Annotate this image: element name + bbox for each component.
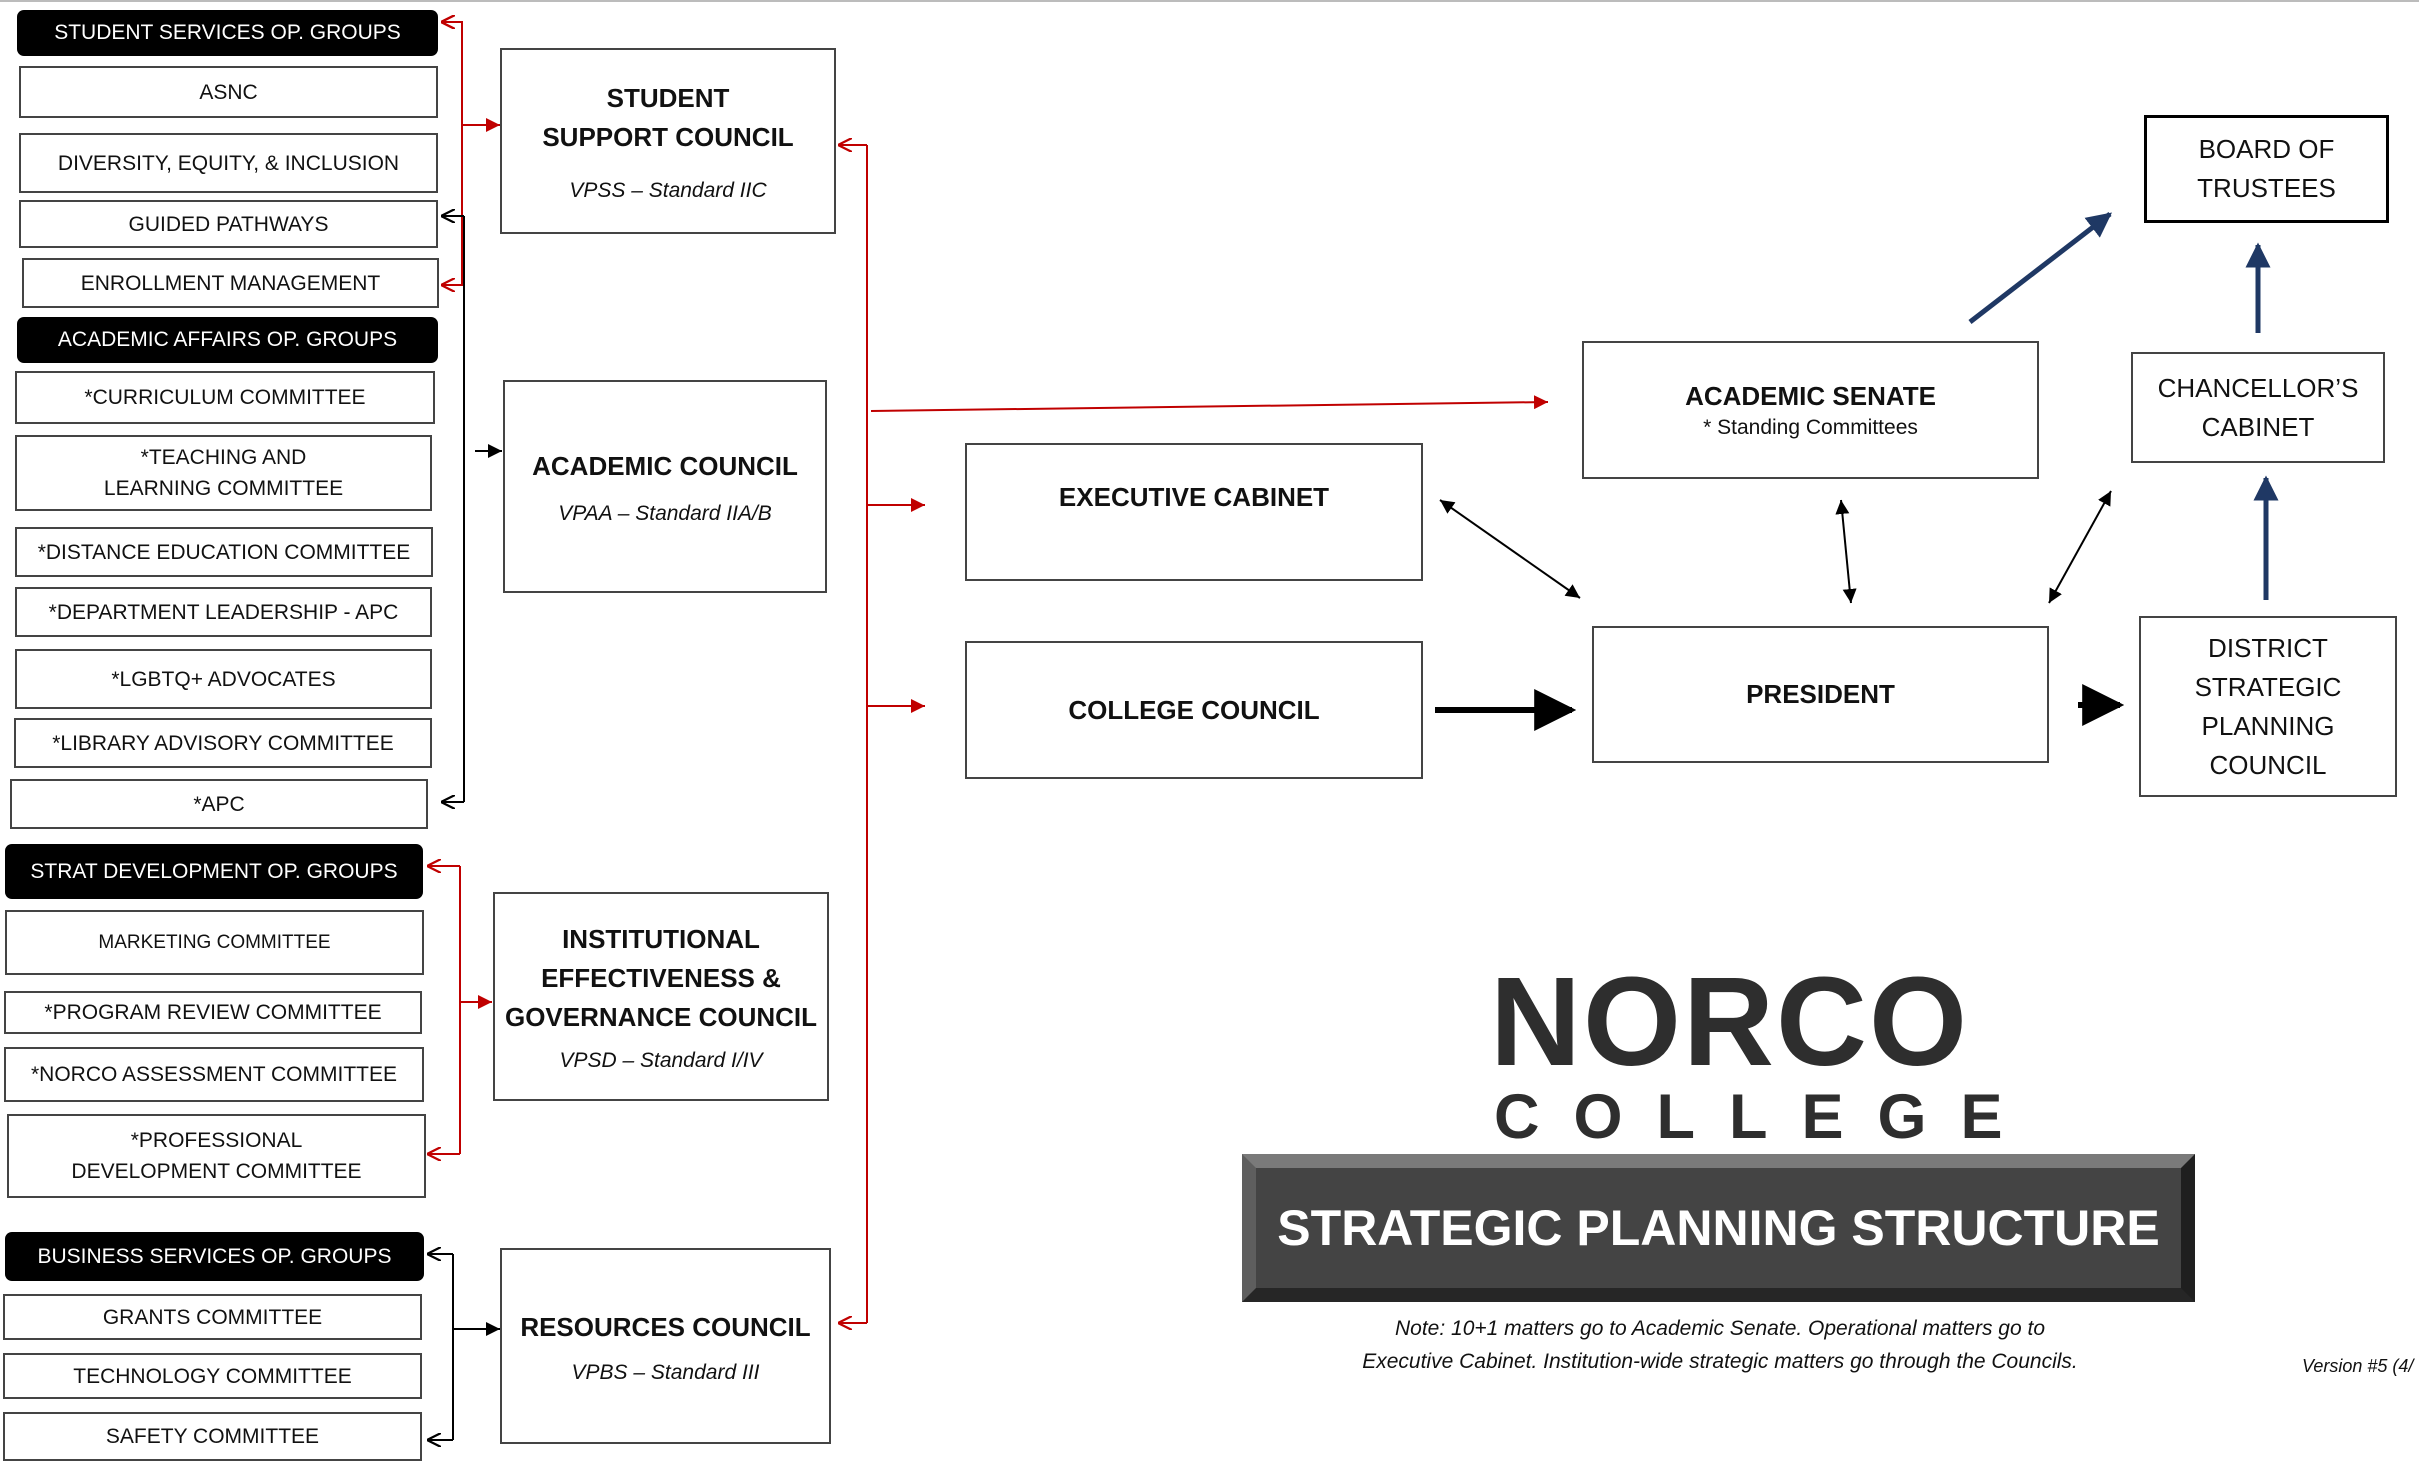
institutional-effectiveness-council: INSTITUTIONAL EFFECTIVENESS & GOVERNANCE… [493, 892, 829, 1101]
student-services-item: ENROLLMENT MANAGEMENT [22, 258, 439, 308]
chancellors-cabinet: CHANCELLOR’S CABINET [2131, 352, 2385, 463]
strat-development-header: STRAT DEVELOPMENT OP. GROUPS [5, 844, 423, 899]
academic-affairs-item: *APC [10, 779, 428, 829]
student-services-item: ASNC [19, 66, 438, 118]
council-title: RESOURCES COUNCIL [520, 1311, 811, 1342]
version-label: Version #5 (4/ [2302, 1356, 2414, 1376]
academic-council: ACADEMIC COUNCIL VPAA – Standard IIA/B [503, 380, 827, 593]
academic-affairs-item: *LIBRARY ADVISORY COMMITTEE [14, 718, 432, 768]
title-banner: STRATEGIC PLANNING STRUCTURE [1242, 1154, 2195, 1302]
council-subtitle: VPBS – Standard III [571, 1360, 760, 1384]
academic-senate-subtitle: * Standing Committees [1703, 415, 1918, 439]
student-services-header: STUDENT SERVICES OP. GROUPS [17, 10, 438, 56]
council-subtitle: VPSD – Standard I/IV [559, 1049, 763, 1072]
council-subtitle: VPAA – Standard IIA/B [558, 502, 772, 525]
banner-title: STRATEGIC PLANNING STRUCTURE [1277, 1200, 2160, 1256]
council-title: STUDENT SUPPORT COUNCIL [542, 83, 794, 152]
resources-council: RESOURCES COUNCIL VPBS – Standard III [500, 1248, 831, 1444]
logo-subword: COLLEGE [1494, 1082, 2037, 1152]
student-services-bracket [441, 21, 463, 286]
business-services-item: TECHNOLOGY COMMITTEE [3, 1353, 422, 1399]
council-subtitle: VPSS – Standard IIC [569, 179, 767, 202]
executive-cabinet: EXECUTIVE CABINET [965, 443, 1423, 581]
academic-affairs-item: *LGBTQ+ ADVOCATES [15, 649, 432, 709]
academic-affairs-header: ACADEMIC AFFAIRS OP. GROUPS [17, 317, 438, 363]
business-services-item: SAFETY COMMITTEE [3, 1412, 422, 1461]
board-of-trustees: BOARD OF TRUSTEES [2144, 115, 2389, 223]
strat-development-item: *PROGRAM REVIEW COMMITTEE [4, 991, 422, 1034]
strat-development-item: MARKETING COMMITTEE [5, 910, 424, 975]
logo-word: NORCO [1490, 951, 1969, 1092]
student-services-item: GUIDED PATHWAYS [19, 200, 438, 248]
academic-affairs-item: *TEACHING AND LEARNING COMMITTEE [15, 435, 432, 511]
strat-development-item: *PROFESSIONAL DEVELOPMENT COMMITTEE [7, 1114, 426, 1198]
academic-senate: ACADEMIC SENATE * Standing Committees [1582, 341, 2039, 479]
president: PRESIDENT [1592, 626, 2049, 763]
district-strategic-planning-council: DISTRICT STRATEGIC PLANNING COUNCIL [2139, 616, 2397, 797]
business-services-item: GRANTS COMMITTEE [3, 1294, 422, 1340]
academic-affairs-item: *DEPARTMENT LEADERSHIP - APC [15, 587, 432, 637]
top-border-line [0, 0, 2419, 2]
academic-affairs-item: *CURRICULUM COMMITTEE [15, 371, 435, 424]
council-title: ACADEMIC COUNCIL [532, 451, 798, 481]
norco-college-logo: NORCO COLLEGE [1490, 951, 2037, 1153]
student-services-item: DIVERSITY, EQUITY, & INCLUSION [19, 133, 438, 193]
note-line: Executive Cabinet. Institution-wide stra… [1362, 1350, 2078, 1373]
note-text: Note: 10+1 matters go to Academic Senate… [1280, 1312, 2160, 1378]
academic-senate-title: ACADEMIC SENATE [1685, 380, 1936, 411]
note-line: Note: 10+1 matters go to Academic Senate… [1395, 1317, 2045, 1340]
student-support-council: STUDENT SUPPORT COUNCIL VPSS – Standard … [500, 48, 836, 234]
academic-affairs-item: *DISTANCE EDUCATION COMMITTEE [15, 527, 433, 577]
college-council: COLLEGE COUNCIL [965, 641, 1423, 779]
strat-development-item: *NORCO ASSESSMENT COMMITTEE [4, 1047, 424, 1102]
council-title: INSTITUTIONAL EFFECTIVENESS & GOVERNANCE… [504, 924, 817, 1032]
business-services-header: BUSINESS SERVICES OP. GROUPS [5, 1232, 424, 1281]
